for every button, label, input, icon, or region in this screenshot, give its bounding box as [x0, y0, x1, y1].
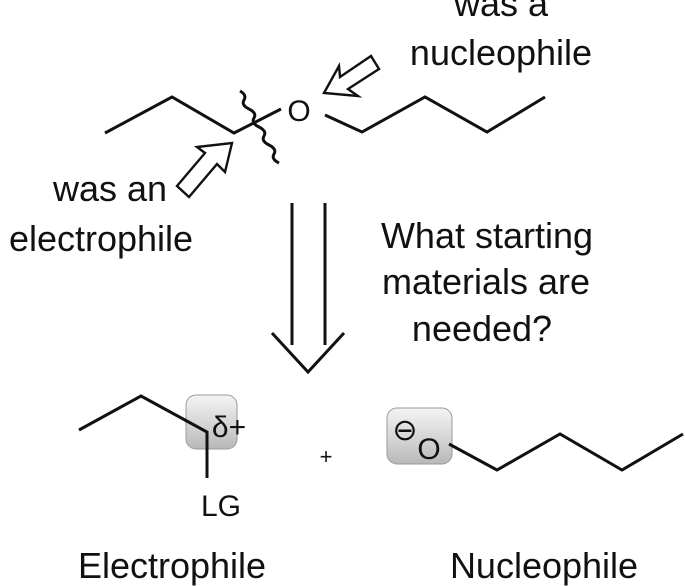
was-an-text: was an [52, 168, 167, 209]
plus-sign: + [320, 444, 333, 469]
nucleophile-fragment: ⊖ O Nucleophile [386, 407, 684, 586]
question-line-1: What starting [381, 215, 593, 256]
nucleophile-highlight-box [386, 407, 453, 465]
ether-oxygen-label: O [287, 95, 310, 128]
question-line-3: needed? [412, 308, 552, 349]
partial-charge-label: δ+ [212, 411, 246, 444]
ether-molecule: O [104, 89, 546, 165]
nucleophile-oxygen-label: O [417, 433, 440, 466]
electrophile-annotation: was an electrophile [9, 141, 234, 259]
disconnection-squiggle [239, 89, 280, 165]
butyl-chain-bonds [324, 95, 546, 134]
nucleophile-note-text: nucleophile [410, 32, 592, 73]
negative-charge-icon: ⊖ [392, 414, 417, 447]
electrophile-chain-bonds [78, 394, 209, 478]
electrophile-note-text: electrophile [9, 218, 193, 259]
leaving-group-label: LG [201, 490, 241, 523]
electrophile-fragment: δ+ LG Electrophile [78, 394, 266, 586]
question-text: What starting materials are needed? [381, 215, 593, 349]
nucleophile-annotation: was a nucleophile [322, 0, 592, 98]
nucleophile-caption: Nucleophile [450, 545, 638, 586]
propyl-chain-bonds [104, 95, 282, 135]
electrophile-caption: Electrophile [78, 545, 266, 586]
nucleophile-chain-bonds [448, 432, 684, 472]
question-line-2: materials are [382, 261, 590, 302]
retrosynthesis-arrow-icon [270, 203, 346, 375]
was-a-text: was a [453, 0, 549, 24]
nucleophile-arrow-icon [322, 54, 381, 98]
electrophile-arrow-icon [175, 141, 234, 199]
